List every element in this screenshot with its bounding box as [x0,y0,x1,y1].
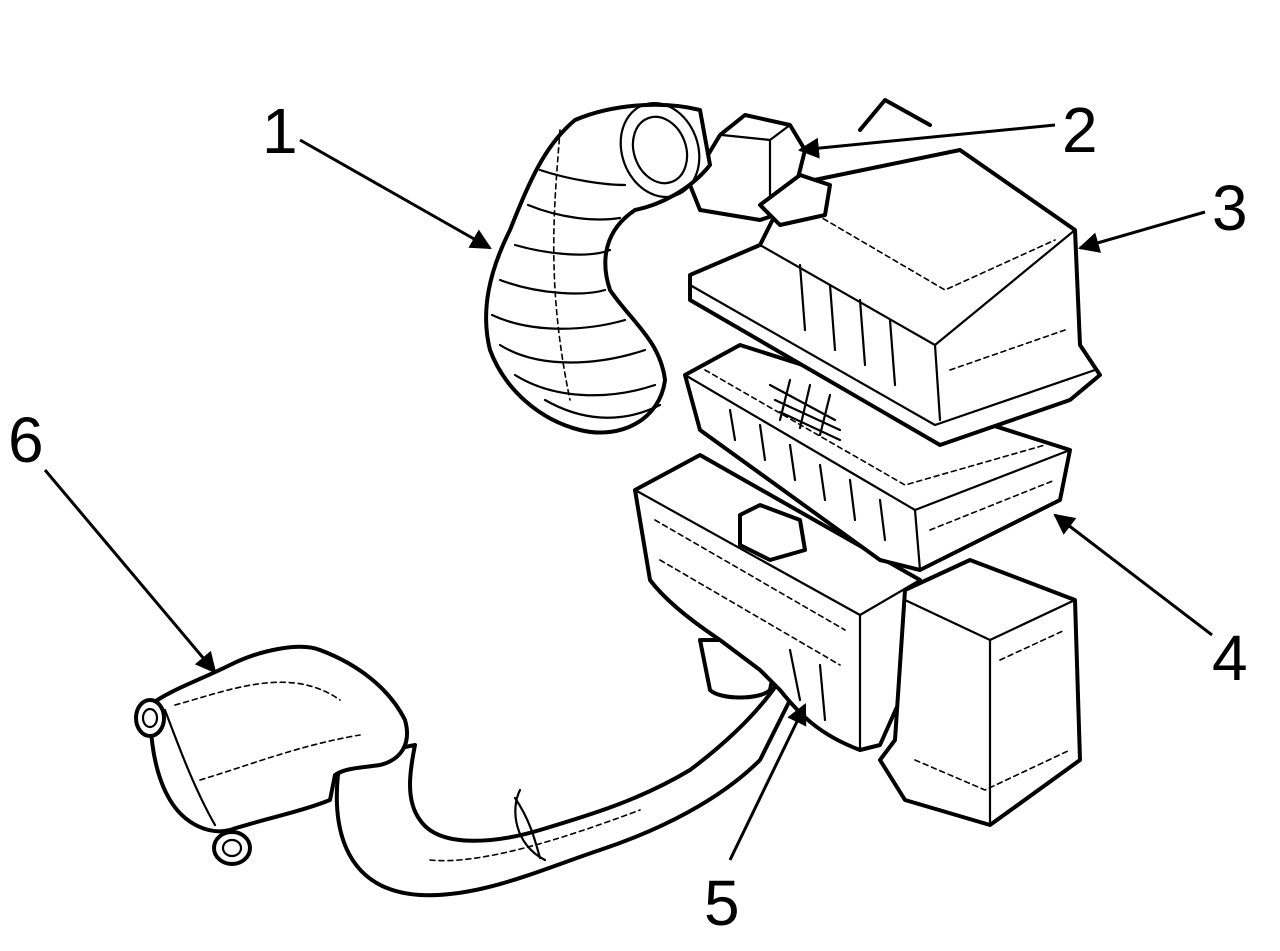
leader-lines [43,123,1213,861]
corrugated-intake-hose [484,101,712,435]
inlet-snout [134,698,166,738]
outlet-box [878,558,1082,827]
callout-2: 2 [1062,94,1098,166]
leader-3 [1077,210,1206,253]
leader-1 [299,138,492,250]
leader-2 [797,123,1056,159]
lower-housing [633,453,1082,827]
callout-5: 5 [704,867,740,939]
leader-4 [1053,513,1213,637]
callout-4: 4 [1212,622,1248,694]
leader-5 [728,703,807,861]
callout-labels: 1 2 3 4 5 6 [8,94,1248,939]
drain-nipple [212,830,252,866]
intake-duct [334,678,792,898]
air-flow-sensor [688,113,832,227]
leader-6 [43,469,217,674]
intake-resonator-and-duct [134,638,792,898]
callout-3: 3 [1212,172,1248,244]
callout-6: 6 [8,404,44,476]
callout-1: 1 [262,95,298,167]
